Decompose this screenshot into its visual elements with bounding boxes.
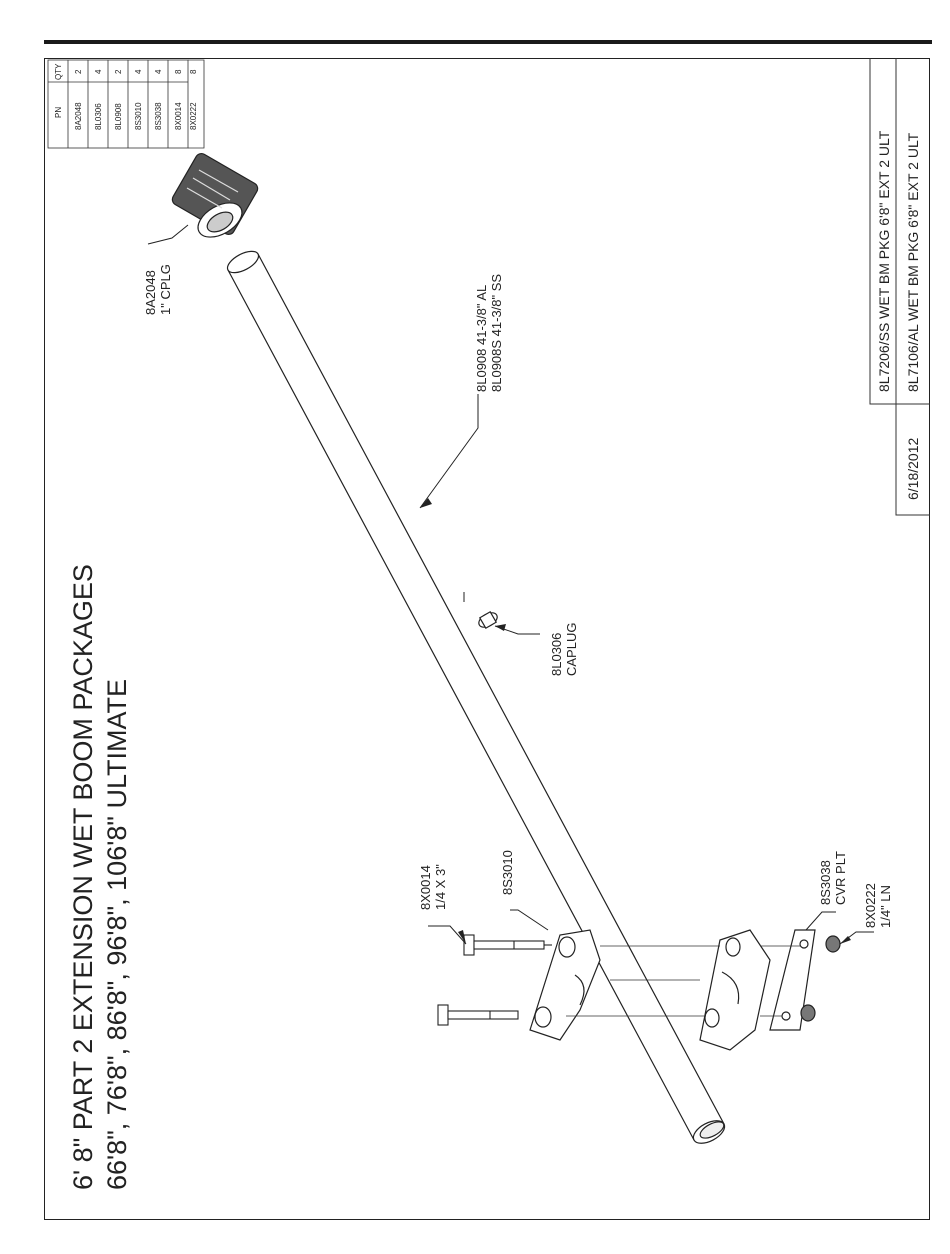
parts-table-pn: 8L0908 [114, 103, 123, 130]
drawing-title-line1: 6' 8" PART 2 EXTENSION WET BOOM PACKAGES [68, 564, 98, 1190]
caplug-arrowhead [495, 624, 506, 631]
locknut-desc-label: 1/4" LN [878, 885, 893, 928]
tube-ss-label: 8L0908S 41-3/8" SS [489, 274, 504, 392]
parts-table-header-qty: QTY [54, 63, 63, 80]
top-rule [44, 40, 932, 44]
title-block [869, 58, 930, 516]
parts-table-pn: 8S3010 [134, 102, 143, 130]
coupling-part [171, 152, 259, 238]
parts-table-qty: 2 [114, 69, 123, 74]
locknut-part [800, 935, 841, 1022]
title-block-date: 6/18/2012 [905, 438, 921, 500]
boom-tube [226, 250, 726, 1144]
locknut-leader [839, 931, 874, 945]
bolt-part [437, 934, 552, 1026]
parts-table-pn: 8S3038 [154, 102, 163, 130]
parts-table-qty: 4 [94, 69, 103, 74]
coupling-pn-label: 8A2048 [143, 270, 158, 315]
caplug-part [478, 610, 498, 630]
locknut-pn-label: 8X0222 [863, 883, 878, 928]
assembly-centerlines [566, 945, 800, 1017]
clamp-lower-part [699, 929, 771, 1051]
parts-table-qty: 4 [154, 69, 163, 74]
tube-al-label: 8L0908 41-3/8" AL [474, 285, 489, 392]
clamp-leader [510, 909, 549, 931]
cover-plate-pn-label: 8S3038 [818, 860, 833, 905]
cover-plate-desc-label: CVR PLT [833, 851, 848, 905]
cover-plate-part [769, 929, 816, 1031]
tube-arrowhead [420, 498, 432, 508]
parts-table [47, 59, 189, 149]
caplug-desc-label: CAPLUG [564, 623, 579, 676]
cover-plate-leader [805, 911, 836, 931]
clamp-upper-part [529, 929, 601, 1041]
bolt-pn-label: 8X0014 [418, 865, 433, 910]
tube-leader [419, 394, 479, 509]
parts-table-qty: 4 [134, 69, 143, 74]
parts-table-pn: 8X0014 [174, 102, 183, 130]
clamp-pn-label: 8S3010 [500, 850, 515, 895]
parts-table-qty: 8 [189, 69, 198, 74]
drawing-frame [44, 58, 930, 1220]
bolt-leader [428, 925, 467, 945]
parts-table-pn: 8L0306 [94, 103, 103, 130]
title-block-part-ss: 8L7206/SS WET BM PKG 6'8" EXT 2 ULT [876, 130, 892, 392]
parts-table-qty: 8 [174, 69, 183, 74]
title-block-part-al: 8L7106/AL WET BM PKG 6'8" EXT 2 ULT [905, 132, 921, 392]
coupling-desc-label: 1" CPLG [158, 264, 173, 315]
caplug-pn-label: 8L0306 [549, 633, 564, 676]
bolt-desc-label: 1/4 X 3" [433, 864, 448, 910]
parts-table-qty: 2 [74, 69, 83, 74]
parts-table-header-pn: PN [54, 107, 63, 118]
locknut-arrowhead [840, 936, 851, 944]
parts-table-pn: 8A2048 [74, 102, 83, 130]
parts-table-pn: 8X0222 [189, 102, 198, 130]
parts-table-last-row [188, 59, 205, 149]
bolt-arrowhead [458, 930, 466, 944]
drawing-title-line2: 66'8", 76'8", 86'8", 96'8", 106'8" ULTIM… [102, 679, 132, 1190]
coupling-leader [147, 224, 189, 245]
